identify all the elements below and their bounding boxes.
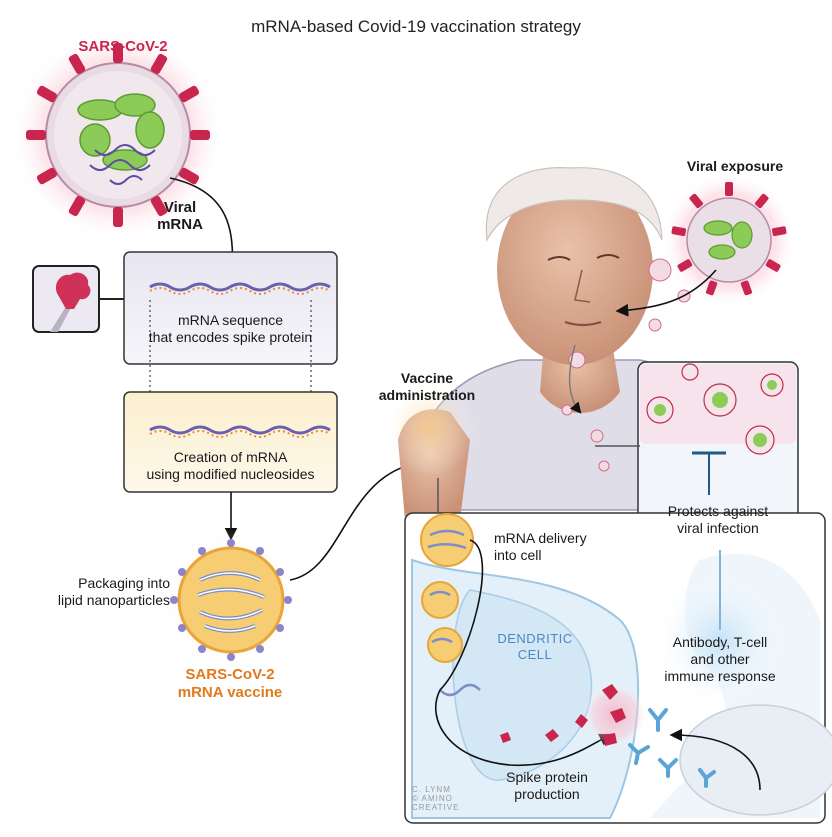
lipid-nanoparticle-icon	[159, 528, 303, 672]
immune-response-label: Antibody, T-cell and other immune respon…	[664, 634, 776, 684]
exposure-arrow	[615, 269, 717, 317]
cell-inset	[404, 512, 832, 824]
spike-inset-icon	[32, 265, 124, 333]
spike-production-label: Spike protein production	[506, 769, 588, 802]
delivery-arrow	[435, 539, 613, 767]
immune-arrow	[669, 728, 761, 791]
exposure-virus-icon	[561, 172, 797, 472]
mrna-sequence-box	[123, 251, 338, 365]
sars-cov2-label: SARS-CoV-2	[78, 38, 168, 55]
vaccine-administration-label: Vaccine administration	[378, 370, 476, 403]
administration-arrow	[289, 456, 428, 581]
sars-cov2-virus-icon	[10, 27, 226, 243]
inhalation-arrow	[568, 344, 582, 414]
protects-label: Protects against viral infection	[667, 503, 769, 536]
mrna-delivery-label: mRNA delivery into cell	[494, 530, 587, 563]
dendritic-cell-label: DENDRITIC CELL	[497, 631, 573, 662]
viral-mrna-label: Viral mRNA	[157, 199, 203, 233]
mrna-sequence-label: mRNA sequence that encodes spike protein	[148, 312, 313, 345]
diagram-title: mRNA-based Covid-19 vaccination strategy	[251, 17, 581, 36]
packaging-label: Packaging into lipid nanoparticles	[57, 575, 170, 608]
viral-exposure-label: Viral exposure	[686, 158, 784, 174]
creation-mrna-label: Creation of mRNA using modified nucleosi…	[146, 449, 315, 482]
credit-label: C. LYNM © AMINO CREATIVE	[412, 785, 460, 812]
vaccine-name-label: SARS-CoV-2 mRNA vaccine	[177, 666, 283, 701]
